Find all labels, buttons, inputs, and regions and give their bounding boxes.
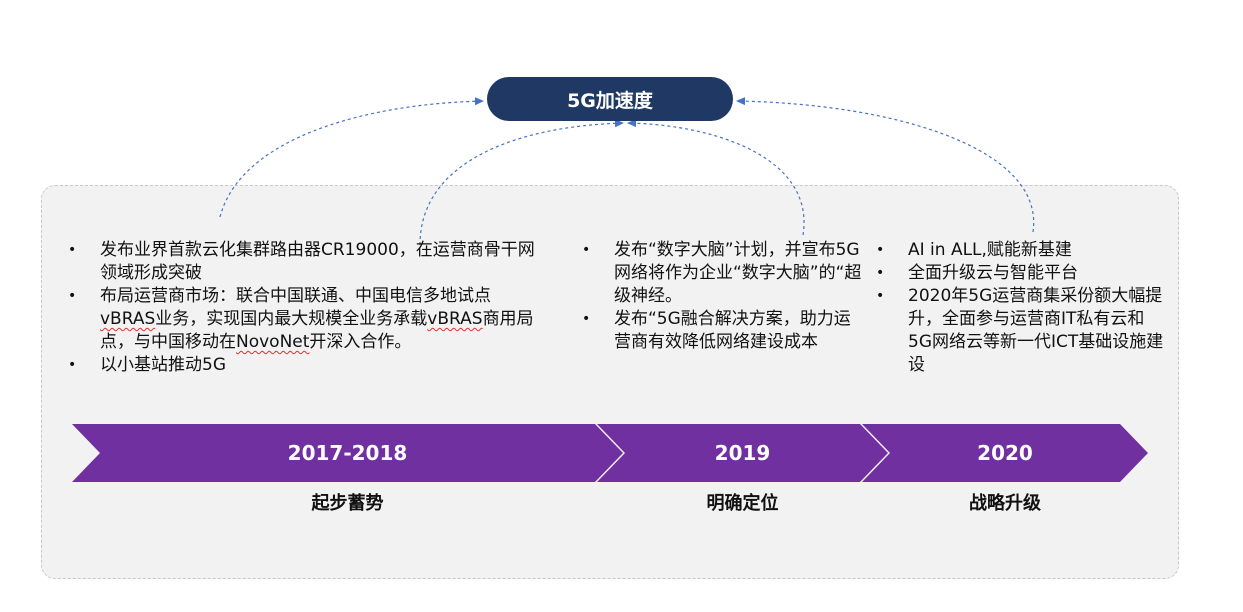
spellcheck-term: NovoNet — [236, 332, 310, 352]
bullet-item: • 以小基站推动5G — [68, 354, 538, 377]
phase-label-2017-2018: 起步蓄势 — [311, 493, 384, 514]
bullet-text: 发布“5G融合解决方案，助力运营商有效降低网络建设成本 — [614, 309, 851, 352]
bullet-text: 全面升级云与智能平台 — [908, 263, 1078, 283]
bullet-text: 布局运营商市场：联合中国联通、中国电信多地试点 — [100, 286, 491, 306]
bullet-item: • AI in ALL,赋能新基建 — [876, 239, 1166, 262]
spellcheck-term: vBRAS — [427, 309, 483, 329]
bullet-text: AI in ALL,赋能新基建 — [908, 240, 1072, 260]
arrow-2017-2018-outer — [219, 97, 484, 218]
chevron-2017-2018 — [72, 424, 623, 482]
bullet-text: 开深入合作。 — [309, 332, 412, 352]
phase-label-2020: 战略升级 — [969, 493, 1041, 514]
bullet-dot-icon: • — [68, 242, 77, 258]
bullet-item: • 布局运营商市场：联合中国联通、中国电信多地试点 vBRAS业务，实现国内最大规模… — [68, 285, 538, 354]
bullet-dot-icon: • — [876, 242, 885, 258]
bullet-dot-icon: • — [876, 288, 885, 304]
arrow-2020 — [736, 97, 1035, 233]
bullet-item: • 2020年5G运营商集采份额大幅提升，全面参与运营商IT私有云和5G网络云等新… — [876, 285, 1166, 377]
phase-label-2019: 明确定位 — [706, 493, 779, 514]
year-label-2020: 2020 — [977, 441, 1033, 465]
year-label-2017-2018: 2017-2018 — [287, 441, 408, 465]
bullet-item: • 全面升级云与智能平台 — [876, 262, 1166, 285]
bullet-item: • 发布“5G融合解决方案，助力运营商有效降低网络建设成本 — [582, 308, 862, 354]
bullets-2019: • 发布“数字大脑”计划，并宣布5G网络将作为企业“数字大脑”的“超级神经。 • 发布… — [582, 239, 862, 354]
bullet-dot-icon: • — [876, 265, 885, 281]
center-node-label: 5G加速度 — [567, 89, 653, 112]
spellcheck-term: vBRAS — [100, 309, 156, 329]
chevron-2020 — [862, 424, 1148, 482]
bullet-dot-icon: • — [68, 357, 77, 373]
bullet-text: 以小基站推动5G — [100, 355, 226, 375]
year-label-2019: 2019 — [714, 441, 771, 465]
bullets-2017-2018: • 发布业界首款云化集群路由器CR19000，在运营商骨干网领域形成突破 • 布局运营… — [68, 239, 538, 377]
center-node: 5G加速度 — [487, 77, 733, 121]
bullet-text: 2020年5G运营商集采份额大幅提升，全面参与运营商IT私有云和5G网络云等新一… — [908, 286, 1164, 375]
bullet-dot-icon: • — [582, 311, 591, 327]
bullet-text: 发布业界首款云化集群路由器CR19000，在运营商骨干网领域形成突破 — [100, 240, 535, 283]
bullet-dot-icon: • — [582, 242, 591, 258]
bullets-2020: • AI in ALL,赋能新基建 • 全面升级云与智能平台 • 2020年5G运营商集采… — [876, 239, 1166, 377]
arrow-2017-2018-inner — [419, 119, 624, 246]
bullet-text: 商用局点，与中国移动在 — [100, 309, 534, 352]
bullet-text: 业务，实现国内最大规模全业务承载 — [155, 309, 428, 329]
bullet-dot-icon: • — [68, 288, 77, 304]
bullet-text: 发布“数字大脑”计划，并宣布5G网络将作为企业“数字大脑”的“超级神经。 — [614, 240, 862, 306]
bullet-item: • 发布“数字大脑”计划，并宣布5G网络将作为企业“数字大脑”的“超级神经。 — [582, 239, 862, 308]
chevron-2019 — [597, 424, 888, 482]
arrow-2019 — [627, 119, 805, 236]
bullet-item: • 发布业界首款云化集群路由器CR19000，在运营商骨干网领域形成突破 — [68, 239, 538, 285]
content-panel — [41, 185, 1179, 579]
